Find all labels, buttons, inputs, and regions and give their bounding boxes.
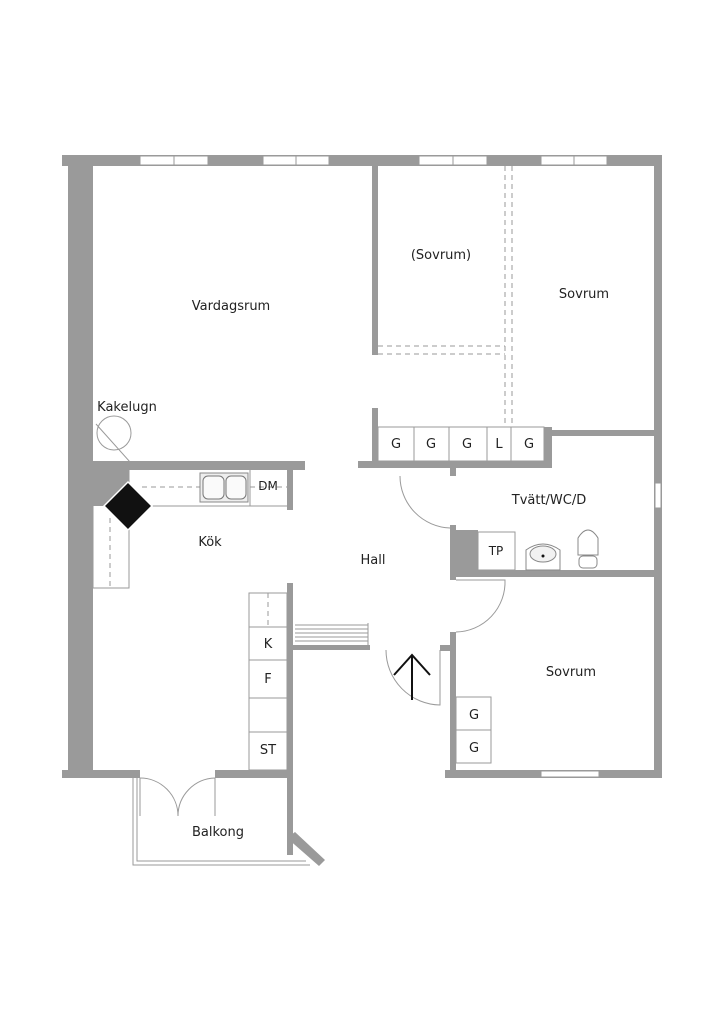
- dishwasher-label: DM: [258, 479, 278, 493]
- closet-label: ST: [260, 743, 276, 758]
- room-label-hall: Hall: [361, 553, 386, 568]
- room-label-sovrum: Sovrum: [559, 287, 609, 302]
- closet-row-top: G G G L G: [377, 426, 545, 462]
- closet-label: G: [462, 437, 472, 452]
- closet-label: G: [391, 437, 401, 452]
- closet-label: G: [426, 437, 436, 452]
- closet-label: G: [469, 741, 479, 756]
- toilet-icon: [577, 529, 599, 569]
- stove-icon: [102, 480, 154, 532]
- fridge-label: K: [264, 637, 273, 652]
- room-label-sovrum: Sovrum: [546, 665, 596, 680]
- windows: [139, 155, 662, 778]
- drying-cabinet-label: TP: [488, 544, 504, 558]
- tiled-stove-icon: [95, 415, 132, 463]
- room-label-kakelugn: Kakelugn: [97, 400, 157, 415]
- washbasin-icon: [525, 543, 561, 571]
- balcony: [132, 778, 310, 866]
- room-label-tvatt: Tvätt/WC/D: [511, 493, 587, 508]
- kitchen-counter: DM: [92, 470, 290, 589]
- doors: [139, 475, 506, 817]
- freezer-label: F: [264, 672, 271, 687]
- room-label-vardagsrum: Vardagsrum: [192, 299, 270, 314]
- bathroom-fixtures: TP: [477, 529, 599, 571]
- closet-label: L: [495, 437, 503, 452]
- closet-label: G: [524, 437, 534, 452]
- radiator: [295, 623, 369, 645]
- room-label-kok: Kök: [198, 535, 222, 550]
- room-label-balkong: Balkong: [192, 825, 244, 840]
- closet-row-bedroom: G G: [455, 696, 492, 764]
- walls: [62, 155, 662, 866]
- kitchen-column: K F ST: [248, 592, 288, 771]
- dashed-partitions: [378, 166, 513, 427]
- room-label-sovrum-optional: (Sovrum): [411, 248, 471, 263]
- entrance-arrow-icon: [393, 653, 431, 700]
- sink-icon: [199, 472, 249, 503]
- closet-label: G: [469, 708, 479, 723]
